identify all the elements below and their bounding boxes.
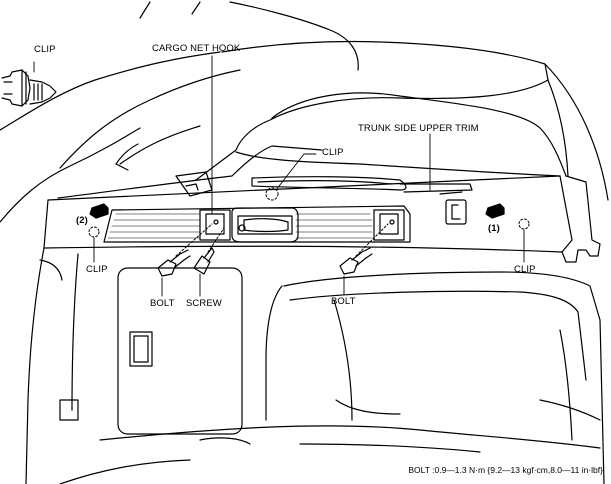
label-cargo-net-hook: CARGO NET HOOK [152,43,241,54]
label-trunk-side-upper-trim: TRUNK SIDE UPPER TRIM [358,123,479,134]
leader-clip-center [275,153,317,191]
label-clip-right: CLIP [514,264,536,275]
trunk-side-upper-trim [89,176,505,225]
bolt-right-guide [355,223,389,257]
cargo-net-hook-assembly [103,205,411,243]
bolt-left-guide [175,223,213,257]
label-bolt-right: BOLT [331,296,356,307]
label-marker-1: (1) [488,223,500,234]
clip-position-right [518,218,530,230]
bolt-left-icon [157,249,191,277]
label-clip-center: CLIP [322,147,344,158]
screw-guide [207,227,225,253]
label-marker-2: (2) [76,215,88,226]
label-screw: SCREW [186,298,222,309]
label-clip-left: CLIP [86,264,108,275]
torque-spec: BOLT :0.9—1.3 N·m {9.2—13 kgf·cm,8.0—11 … [408,464,603,475]
bolt-right-icon [339,247,373,275]
label-clip-top-left: CLIP [34,44,56,55]
label-bolt-left: BOLT [150,298,175,309]
clip-detail-icon [1,69,57,107]
clip-position-left [88,226,100,238]
clip-position-center [265,187,279,201]
screw-icon [193,247,215,275]
